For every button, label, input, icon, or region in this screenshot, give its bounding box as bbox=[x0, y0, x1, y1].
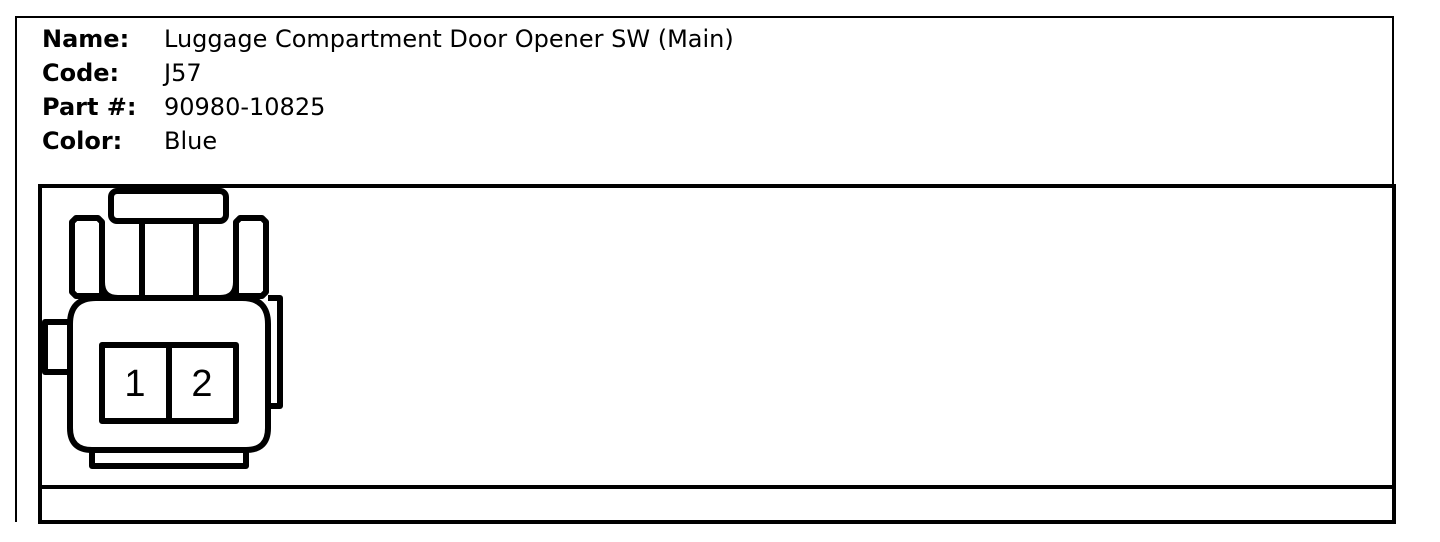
left-side-key bbox=[42, 319, 70, 375]
right-lock-arm bbox=[193, 221, 239, 301]
name-label: Name: bbox=[42, 25, 130, 53]
right-guide-rib bbox=[233, 215, 269, 299]
connector-diagram-frame bbox=[38, 184, 1396, 524]
pin-1-label: 1 bbox=[124, 363, 145, 405]
pin-2-label: 2 bbox=[191, 363, 212, 405]
color-label: Color: bbox=[42, 127, 123, 155]
part-value: 90980-10825 bbox=[164, 93, 326, 121]
connector-top-latch bbox=[108, 188, 229, 224]
left-guide-rib bbox=[69, 215, 105, 299]
bottom-base bbox=[89, 450, 249, 469]
part-label: Part #: bbox=[42, 93, 137, 121]
color-value: Blue bbox=[164, 127, 218, 155]
right-side-rail bbox=[268, 295, 283, 409]
name-value: Luggage Compartment Door Opener SW (Main… bbox=[164, 25, 734, 53]
code-label: Code: bbox=[42, 59, 120, 87]
left-lock-arm bbox=[99, 221, 145, 301]
code-value: J57 bbox=[164, 59, 202, 87]
frame-divider bbox=[38, 485, 1396, 489]
